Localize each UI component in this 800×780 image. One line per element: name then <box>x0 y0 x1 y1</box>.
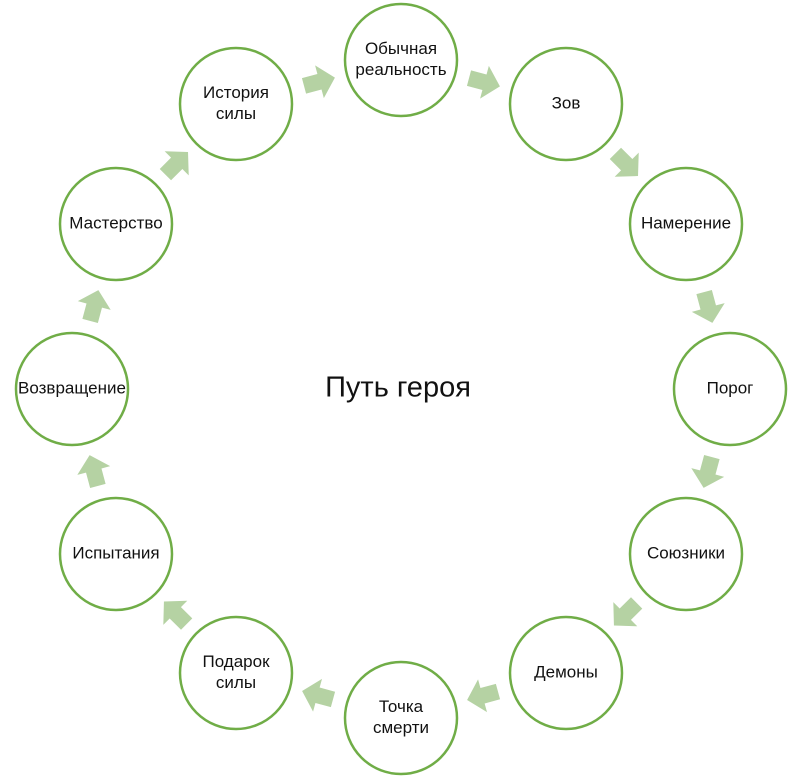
nodes-layer: Обычная реальностьЗовНамерениеПорогСоюзни… <box>14 2 788 776</box>
arrows-layer <box>77 65 725 713</box>
stage-node-gift-of-power: Подарок силы <box>178 615 294 731</box>
stage-node-return: Возвращение <box>14 331 130 447</box>
flow-arrow <box>77 455 111 489</box>
stage-node-story-of-power: История силы <box>178 46 294 162</box>
stage-node-demons: Демоны <box>508 615 624 731</box>
stage-node-label: Зов <box>552 93 581 112</box>
stage-node-label: реальность <box>355 60 446 79</box>
stage-node-label: Мастерство <box>69 213 162 232</box>
diagram-title: Путь героя <box>325 372 471 404</box>
stage-node-circle <box>672 331 788 447</box>
flow-arrow-shape <box>163 600 193 630</box>
stage-node-circle <box>628 166 744 282</box>
stage-node-circle <box>628 496 744 612</box>
stage-node-label: История <box>203 83 269 102</box>
flow-arrow <box>163 600 193 630</box>
stage-node-mastery: Мастерство <box>58 166 174 282</box>
stage-node-label: Подарок <box>202 652 270 671</box>
flow-arrow-shape <box>691 454 725 488</box>
stage-node-circle <box>508 615 624 731</box>
stage-node-circle <box>343 660 459 776</box>
flow-arrow <box>609 147 639 177</box>
flow-arrow-shape <box>302 678 336 712</box>
stage-node-intention: Намерение <box>628 166 744 282</box>
flow-arrow-shape <box>613 597 643 627</box>
stage-node-threshold: Порог <box>672 331 788 447</box>
stage-node-label: Обычная <box>365 39 437 58</box>
stage-node-circle <box>58 166 174 282</box>
stage-node-circle <box>58 496 174 612</box>
stage-node-circle <box>343 2 459 118</box>
stage-node-ordinary-reality: Обычная реальность <box>343 2 459 118</box>
stage-node-point-of-death: Точка смерти <box>343 660 459 776</box>
flow-arrow-shape <box>77 290 111 324</box>
stage-node-trials: Испытания <box>58 496 174 612</box>
flow-arrow <box>691 454 725 488</box>
stage-node-label: силы <box>216 104 256 123</box>
flow-arrow-shape <box>301 65 335 99</box>
flow-arrow-shape <box>466 65 500 99</box>
flow-arrow <box>77 290 111 324</box>
flow-arrow <box>613 597 643 627</box>
flow-arrow-shape <box>609 147 639 177</box>
flow-arrow <box>301 65 335 99</box>
stage-node-label: Возвращение <box>18 378 126 397</box>
flow-arrow-shape <box>691 289 725 323</box>
stage-node-label: Намерение <box>641 213 731 232</box>
stage-node-circle <box>14 331 130 447</box>
stage-node-label: силы <box>216 673 256 692</box>
stage-node-circle <box>178 615 294 731</box>
stage-node-allies: Союзники <box>628 496 744 612</box>
stage-node-label: Испытания <box>72 543 159 562</box>
stage-node-label: Порог <box>707 378 754 397</box>
stage-node-label: Союзники <box>647 543 725 562</box>
stage-node-label: Точка <box>379 697 424 716</box>
stage-node-circle <box>178 46 294 162</box>
stage-node-circle <box>508 46 624 162</box>
flow-arrow-shape <box>467 679 501 713</box>
flow-arrow <box>159 151 189 181</box>
stage-node-label: Демоны <box>534 662 598 681</box>
stage-node-label: смерти <box>373 718 429 737</box>
flow-arrow <box>302 678 336 712</box>
flow-arrow <box>467 679 501 713</box>
flow-arrow <box>691 289 725 323</box>
flow-arrow-shape <box>159 151 189 181</box>
flow-arrow <box>466 65 500 99</box>
flow-arrow-shape <box>77 455 111 489</box>
stage-node-call: Зов <box>508 46 624 162</box>
